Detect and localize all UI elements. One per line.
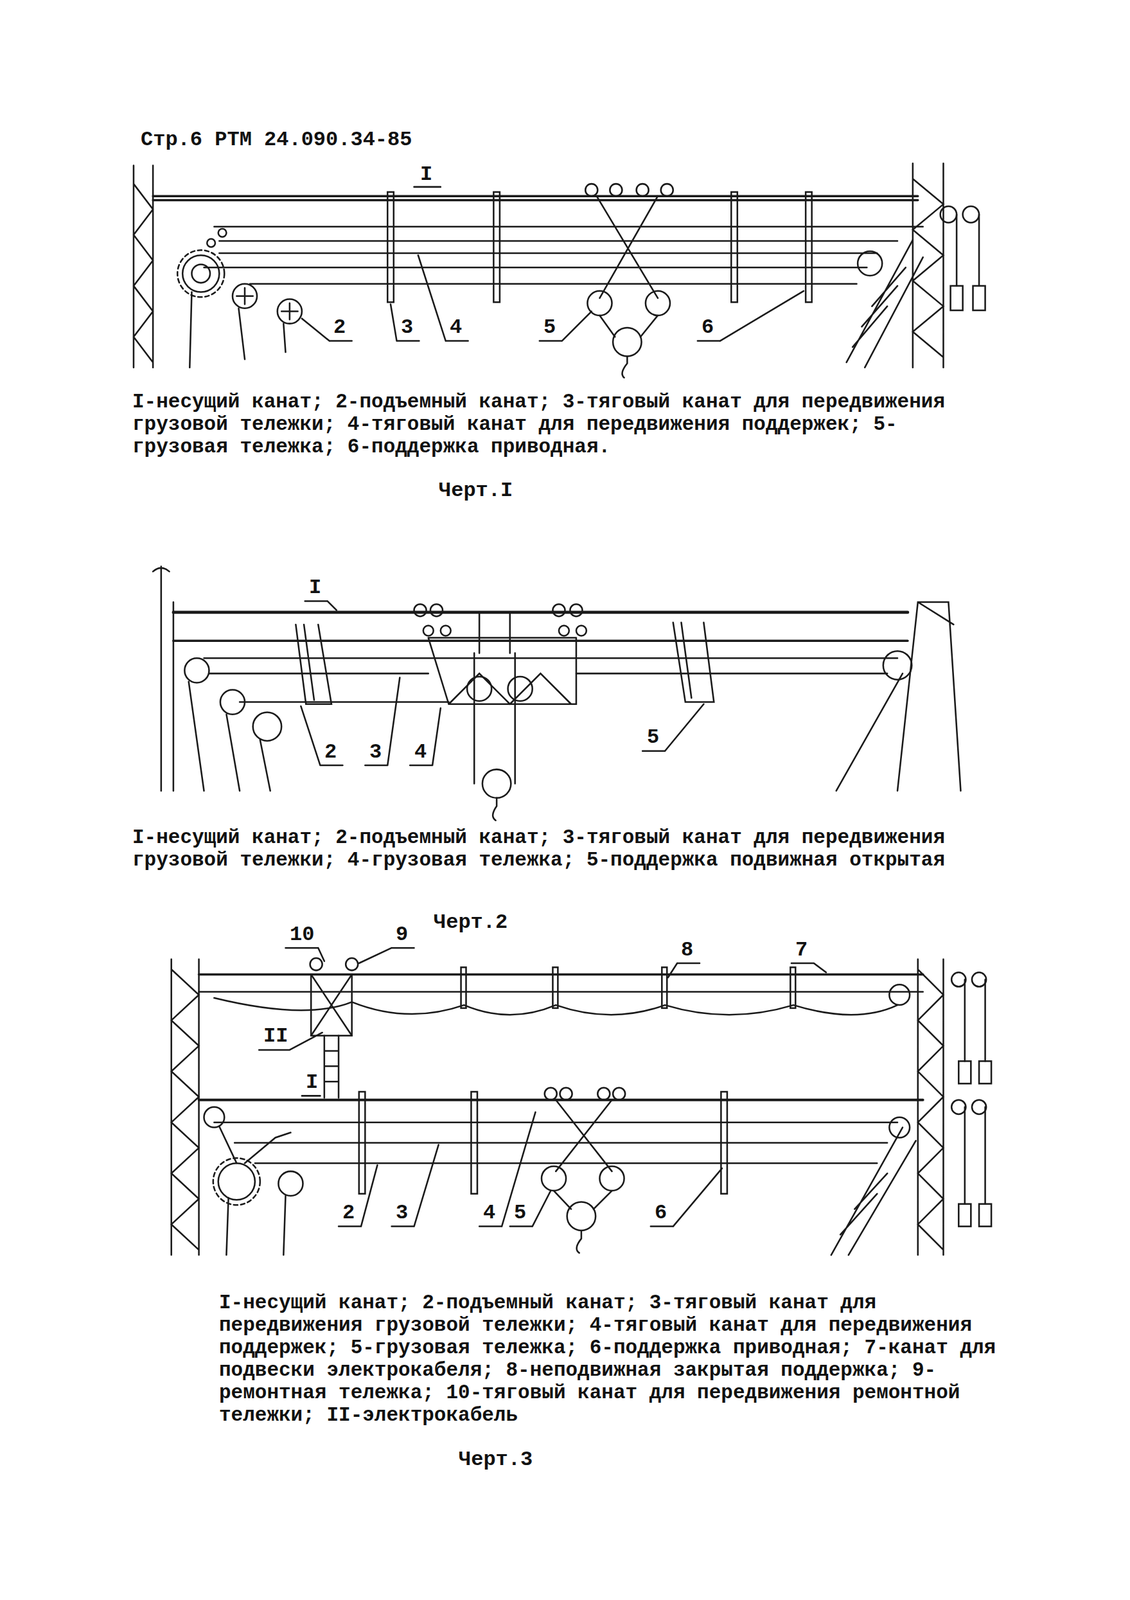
callout-number: 3 (395, 1201, 408, 1226)
callout-number: I (308, 576, 322, 601)
callout-number: 4 (414, 740, 427, 765)
callout-number: 9 (395, 923, 408, 947)
callout-number: I (420, 163, 433, 187)
callout-number: 6 (654, 1201, 667, 1226)
callout-number: 2 (324, 740, 337, 765)
page-header: Стр.6 РТМ 24.090.34-85 (140, 128, 412, 153)
callout-number: 2 (333, 316, 346, 340)
callout-number: 5 (513, 1201, 527, 1226)
callout-number: 7 (795, 938, 808, 963)
callout-number: 3 (400, 316, 414, 340)
callout-number: 10 (289, 923, 315, 947)
caption-text: I-несущий канат; 2-подъемный канат; 3-тя… (132, 390, 969, 459)
callout-number: I (305, 1070, 318, 1095)
callout-number: 8 (680, 938, 694, 963)
callout-number: 4 (449, 316, 462, 340)
callout-number: 6 (701, 316, 714, 340)
callout-number: II (263, 1024, 288, 1049)
caption-text: I-несущий канат; 2-подъемный канат; 3-тя… (219, 1291, 1015, 1427)
figure-title: Черт.3 (458, 1447, 533, 1472)
callout-number: 5 (646, 725, 660, 750)
callout-number: 3 (369, 740, 382, 765)
caption-text: I-несущий канат; 2-подъемный канат; 3-тя… (132, 826, 969, 872)
callout-number: 5 (543, 316, 556, 340)
callout-number: 4 (483, 1201, 496, 1226)
figure-title: Черт.I (438, 479, 513, 504)
figure-title: Черт.2 (433, 910, 508, 935)
callout-number: 2 (342, 1201, 355, 1226)
